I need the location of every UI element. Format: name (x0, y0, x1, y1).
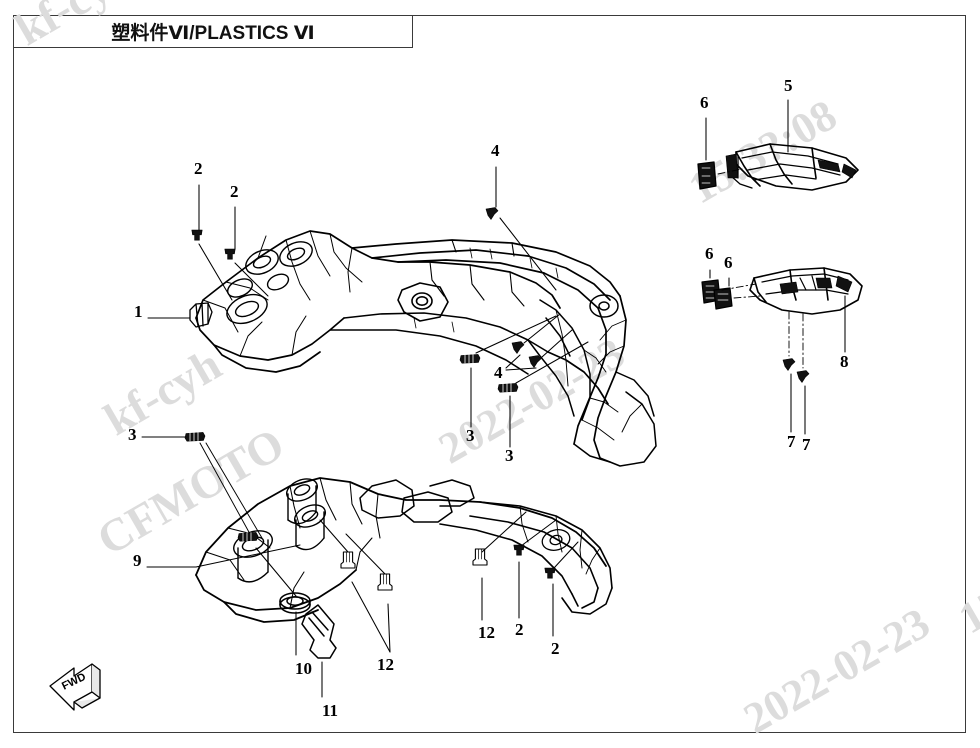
page-title: 塑料件Ⅵ/PLASTICS Ⅵ (111, 23, 315, 44)
callout-number-2[interactable]: 2 (551, 639, 560, 658)
callout-number-1[interactable]: 1 (134, 302, 143, 321)
callout-number-6[interactable]: 6 (700, 93, 709, 112)
callout-number-2[interactable]: 2 (515, 620, 524, 639)
callout-number-7[interactable]: 7 (802, 435, 811, 454)
callout-number-8[interactable]: 8 (840, 352, 849, 371)
callout-number-6[interactable]: 6 (705, 244, 714, 263)
callout-number-2[interactable]: 2 (194, 159, 203, 178)
diagram-frame-border (13, 15, 966, 733)
callout-number-9[interactable]: 9 (133, 551, 142, 570)
callout-number-7[interactable]: 7 (787, 432, 796, 451)
callout-number-12[interactable]: 12 (377, 655, 394, 674)
callout-number-3[interactable]: 3 (505, 446, 514, 465)
callout-number-3[interactable]: 3 (466, 426, 475, 445)
diagram-title-box: 塑料件Ⅵ/PLASTICS Ⅵ (13, 15, 413, 48)
callout-number-10[interactable]: 10 (295, 659, 312, 678)
callout-number-2[interactable]: 2 (230, 182, 239, 201)
callout-number-12[interactable]: 12 (478, 623, 495, 642)
callout-number-4[interactable]: 4 (494, 363, 503, 382)
callout-number-5[interactable]: 5 (784, 76, 793, 95)
callout-number-3[interactable]: 3 (128, 425, 137, 444)
callout-number-4[interactable]: 4 (491, 141, 500, 160)
callout-number-6[interactable]: 6 (724, 253, 733, 272)
callout-number-11[interactable]: 11 (322, 701, 339, 720)
